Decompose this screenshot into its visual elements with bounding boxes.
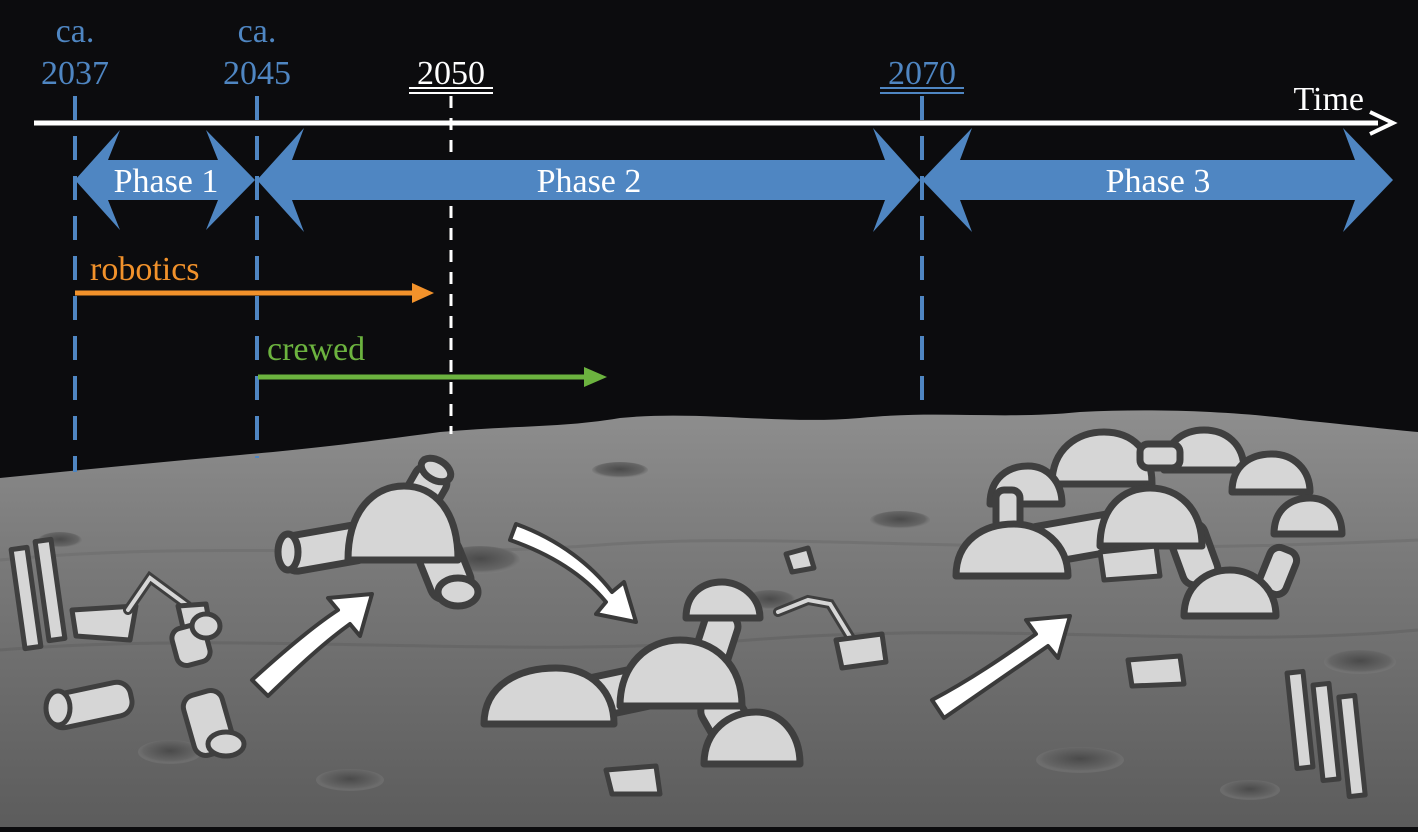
cylinder-module-icon [43,679,135,731]
phase-2-arrow [257,128,920,232]
marker-2037-prefix: ca. [56,13,95,50]
marker-2045-year: 2045 [223,55,291,92]
phase-3-label: Phase 3 [1106,163,1211,200]
flow-arrow-icon [930,614,1072,720]
time-axis: Time [34,81,1398,136]
marker-2037-year: 2037 [41,55,109,92]
marker-labels: ca. 2037 ca. 2045 2050 2070 [41,13,964,94]
marker-2070-year: 2070 [888,55,956,92]
stage-robotic-construction [8,536,247,759]
time-axis-label: Time [1293,81,1364,118]
robotics-track: robotics [75,251,434,303]
solar-panel-icon [8,536,68,652]
solar-panel-icon [1284,668,1368,800]
cylinder-module-icon [169,611,223,669]
crewed-label: crewed [267,331,365,368]
flow-arrow-icon [508,522,638,624]
stage-expanded-outpost [480,545,889,797]
robotics-label: robotics [90,251,200,288]
marker-2050-year: 2050 [417,55,485,92]
rover-icon [783,545,817,575]
stage-initial-outpost [274,454,482,610]
stage-settlement [952,426,1368,800]
crewed-track: crewed [258,331,607,387]
rover-icon [603,763,663,797]
marker-2045-prefix: ca. [238,13,277,50]
flow-arrow-icon [250,592,374,698]
cylinder-module-icon [180,687,247,759]
phase-1-arrow [75,130,255,230]
rover-icon [1125,653,1187,689]
phase-1-label: Phase 1 [114,163,219,200]
phase-arrows: Phase 1 Phase 2 Phase 3 [75,128,1393,232]
phase-3-arrow [922,128,1393,232]
phase-2-label: Phase 2 [537,163,642,200]
rover-icon [1097,543,1163,583]
marker-lines [73,96,924,472]
robot-arm-icon [773,594,889,671]
